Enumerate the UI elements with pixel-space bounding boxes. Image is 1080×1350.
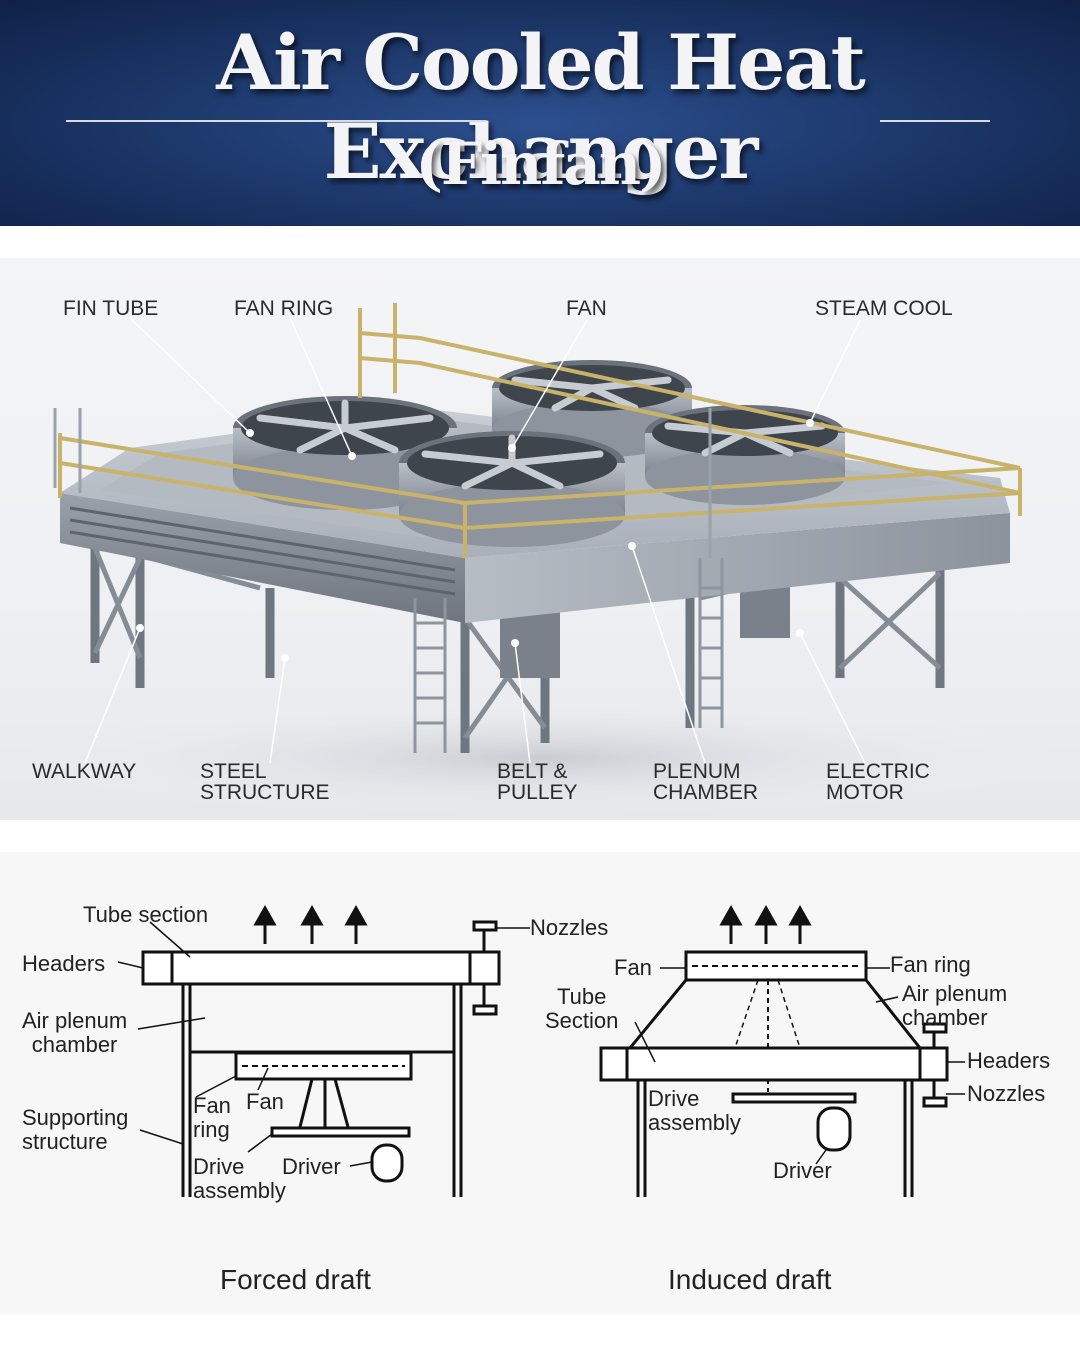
- title-rule-left: [66, 120, 486, 122]
- title-banner: Air Cooled Heat Exchanger (Finfan): [0, 0, 1080, 226]
- label-plenum-chamber: PLENUM CHAMBER: [653, 760, 759, 804]
- id-label-headers: Headers: [967, 1048, 1051, 1073]
- label-fan: FAN: [566, 297, 607, 320]
- finfan-illustration-drawing: [20, 303, 1060, 818]
- id-label-nozzles: Nozzles: [967, 1081, 1046, 1106]
- label-belt-pulley: BELT & PULLEY: [497, 760, 578, 804]
- draft-schematics-drawing: [117, 904, 965, 1197]
- label-fin-tube: FIN TUBE: [63, 297, 159, 320]
- fd-label-air-plenum-chamber: Air plenum chamber: [22, 1008, 128, 1057]
- induced-draft-caption: Induced draft: [668, 1264, 832, 1295]
- id-label-air-plenum-chamber: Air plenum chamber: [902, 981, 1008, 1030]
- finfan-illustration: FIN TUBE FAN RING FAN STEAM COOL WALKWAY…: [0, 258, 1080, 820]
- label-fan-ring: FAN RING: [234, 297, 334, 320]
- fd-label-fan-ring: Fan ring: [193, 1093, 231, 1142]
- fd-label-drive-assembly: Drive assembly: [193, 1154, 286, 1203]
- id-label-driver: Driver: [773, 1158, 832, 1183]
- fd-label-supporting-structure: Supporting structure: [22, 1105, 129, 1154]
- draft-schematics: Tube section Nozzles Headers Air plenum …: [0, 852, 1080, 1314]
- fd-label-tube-section: Tube section: [83, 902, 209, 927]
- label-steam-cool: STEAM COOL: [815, 297, 953, 320]
- id-label-fan: Fan: [614, 955, 652, 980]
- page-subtitle: (Finfan): [415, 130, 667, 198]
- fd-label-headers: Headers: [22, 951, 106, 976]
- fd-label-nozzles: Nozzles: [530, 915, 609, 940]
- label-steel-structure: STEEL STRUCTURE: [200, 760, 330, 804]
- forced-draft-caption: Forced draft: [220, 1264, 371, 1295]
- id-label-tube-section: Tube Section: [545, 984, 619, 1033]
- title-rule-right: [880, 120, 990, 122]
- label-electric-motor: ELECTRIC MOTOR: [826, 760, 930, 804]
- fd-label-fan: Fan: [246, 1089, 284, 1114]
- id-label-fan-ring: Fan ring: [890, 952, 971, 977]
- id-label-drive-assembly: Drive assembly: [648, 1086, 741, 1135]
- label-walkway: WALKWAY: [32, 760, 137, 783]
- fd-label-driver: Driver: [282, 1154, 341, 1179]
